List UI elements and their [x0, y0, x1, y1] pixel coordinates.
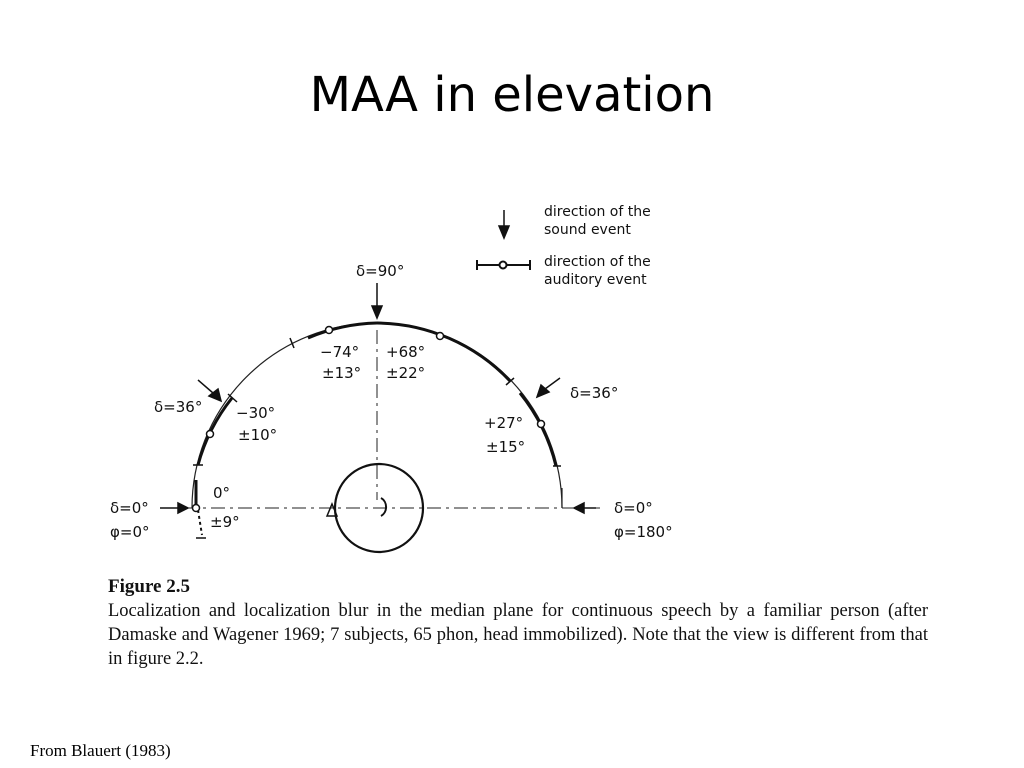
sound-event-arrows [160, 283, 596, 515]
blur-arc-front36 [196, 397, 234, 466]
figure-caption: Figure 2.5 Localization and localization… [108, 575, 928, 671]
label-right-phi: φ=180° [614, 523, 673, 541]
blur-ticks [193, 322, 561, 539]
legend-auditory-event-line2: auditory event [544, 272, 647, 288]
ear-mark [380, 497, 388, 517]
legend-sound-event-line2: sound event [544, 222, 631, 238]
nose-mark [325, 502, 339, 517]
label-front36-blur: ±10° [238, 426, 277, 444]
label-rear36-mean: +27° [484, 414, 523, 432]
label-top-left-blur: ±13° [322, 364, 361, 382]
label-upper-left-delta: δ=36° [154, 398, 202, 416]
auditory-event-markers [191, 325, 546, 513]
label-top-right-mean: +68° [386, 343, 425, 361]
legend-auditory-event-icon [476, 260, 531, 270]
label-upper-right-delta: δ=36° [570, 384, 618, 402]
label-top-right-blur: ±22° [386, 364, 425, 382]
source-citation: From Blauert (1983) [30, 741, 171, 760]
blur-arc-rear36 [518, 392, 558, 467]
slide-title: MAA in elevation [309, 67, 715, 123]
label-front-mean: 0° [213, 484, 230, 502]
blur-arc-top-left [307, 321, 378, 340]
head-circle [333, 462, 425, 554]
label-left-delta: δ=0° [110, 499, 149, 517]
legend-auditory-event-line1: direction of the [544, 254, 651, 270]
blur-arc-top-right [376, 321, 512, 383]
caption-heading: Figure 2.5 [108, 576, 190, 597]
caption-body: Localization and localization blur in th… [108, 601, 928, 669]
label-rear36-blur: ±15° [486, 438, 525, 456]
label-front36-mean: −30° [236, 404, 275, 422]
label-top-delta: δ=90° [356, 262, 404, 280]
label-left-phi: φ=0° [110, 523, 150, 541]
legend-sound-event-icon [497, 210, 511, 240]
blur-segment-front-below [197, 509, 203, 536]
legend-sound-event-line1: direction of the [544, 204, 651, 220]
label-right-delta: δ=0° [614, 499, 653, 517]
label-top-left-mean: −74° [320, 343, 359, 361]
label-front-blur: ±9° [210, 513, 240, 531]
